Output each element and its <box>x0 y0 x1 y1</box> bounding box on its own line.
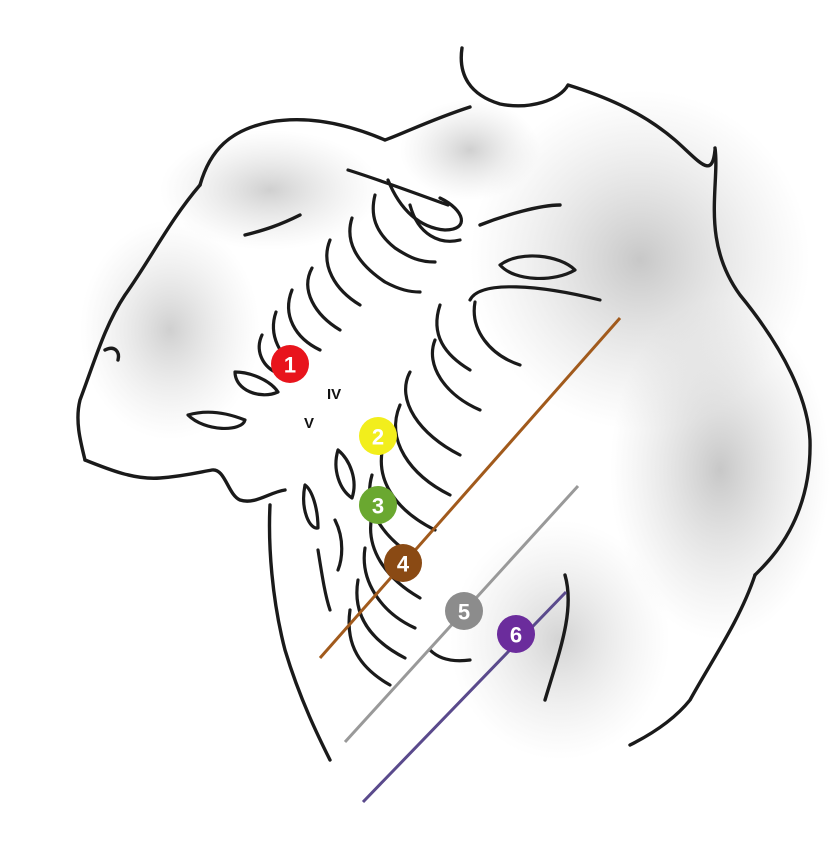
electrode-v4-label: 4 <box>397 552 410 577</box>
electrode-v3-label: 3 <box>372 494 384 519</box>
electrode-v4: 4 <box>384 544 422 582</box>
fifth-intercostal-label: V <box>304 415 314 432</box>
electrode-v2: 2 <box>359 417 397 455</box>
electrode-v1: 1 <box>271 345 309 383</box>
electrode-v5-label: 5 <box>458 600 470 625</box>
electrode-v6: 6 <box>497 615 535 653</box>
electrode-v6-label: 6 <box>510 623 522 648</box>
fourth-intercostal-label: IV <box>327 386 341 403</box>
electrode-v1-label: 1 <box>284 353 296 378</box>
electrode-v2-label: 2 <box>372 425 384 450</box>
electrode-v5: 5 <box>445 592 483 630</box>
electrode-v3: 3 <box>359 486 397 524</box>
